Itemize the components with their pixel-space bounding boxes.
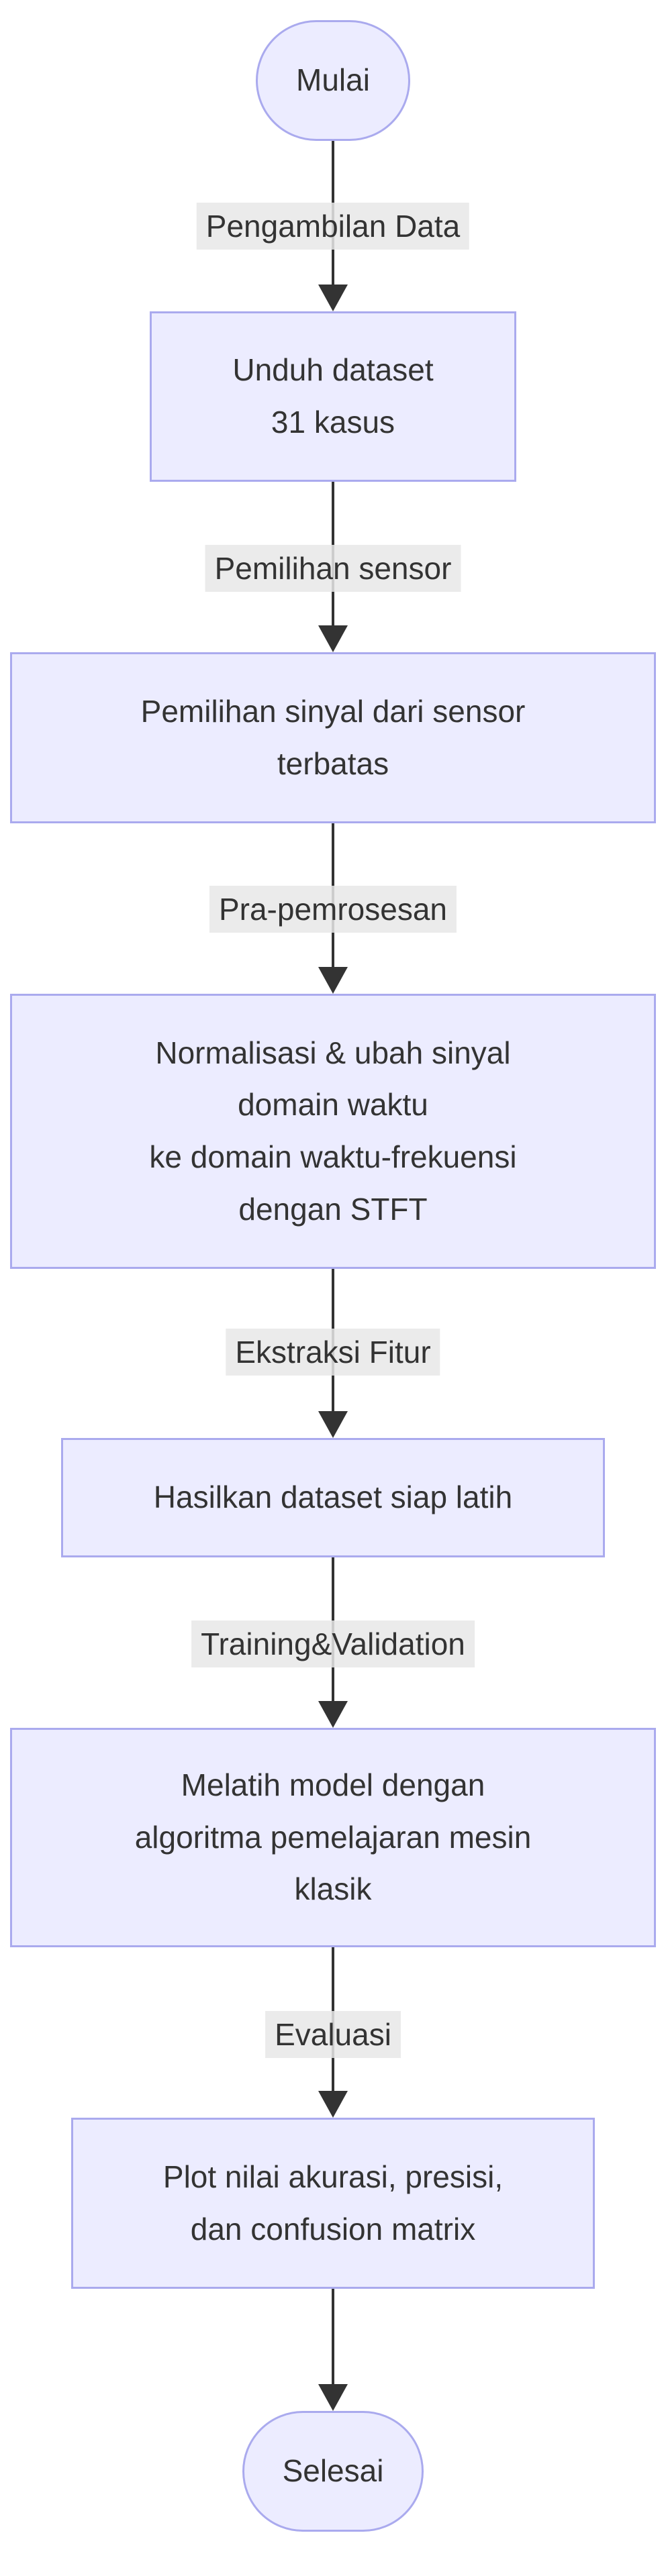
edge-p4-p5: Training&Validation: [0, 1557, 666, 1728]
edge-p2-p3: Pra-pemrosesan: [0, 823, 666, 994]
process-label: Pemilihan sinyal dari sensor terbatas: [140, 693, 526, 781]
process-hasilkan-dataset: Hasilkan dataset siap latih: [61, 1438, 605, 1557]
end-node: Selesai: [242, 2411, 424, 2532]
process-label: Plot nilai akurasi, presisi, dan confusi…: [162, 2159, 504, 2247]
process-melatih-model: Melatih model dengan algoritma pemelajar…: [10, 1728, 656, 1947]
edge-p1-p2: Pemilihan sensor: [0, 482, 666, 652]
edge-label: Pra-pemrosesan: [209, 886, 457, 933]
process-pemilihan-sinyal: Pemilihan sinyal dari sensor terbatas: [10, 652, 656, 823]
arrowhead-icon: [318, 285, 348, 311]
arrowhead-icon: [318, 2384, 348, 2411]
edge-p5-p6: Evaluasi: [0, 1947, 666, 2118]
process-label: Melatih model dengan algoritma pemelajar…: [134, 1767, 532, 1907]
edge-line: [332, 2289, 334, 2385]
edge-label: Pemilihan sensor: [205, 545, 461, 592]
edge-label: Evaluasi: [265, 2011, 401, 2058]
process-normalisasi-stft: Normalisasi & ubah sinyal domain waktu k…: [10, 994, 656, 1269]
start-node: Mulai: [256, 20, 410, 141]
end-node-label: Selesai: [282, 2453, 384, 2489]
edge-p6-end: [0, 2289, 666, 2411]
edge-label: Pengambilan Data: [196, 203, 470, 250]
process-unduh-dataset: Unduh dataset 31 kasus: [150, 311, 516, 482]
arrowhead-icon: [318, 2091, 348, 2118]
start-node-label: Mulai: [296, 62, 370, 98]
edge-label: Ekstraksi Fitur: [226, 1329, 440, 1376]
arrowhead-icon: [318, 1701, 348, 1728]
arrowhead-icon: [318, 1411, 348, 1438]
edge-start-p1: Pengambilan Data: [0, 141, 666, 311]
process-label: Hasilkan dataset siap latih: [153, 1480, 513, 1515]
edge-label: Training&Validation: [191, 1620, 475, 1667]
arrowhead-icon: [318, 967, 348, 994]
arrowhead-icon: [318, 625, 348, 652]
edge-p3-p4: Ekstraksi Fitur: [0, 1269, 666, 1438]
process-plot-evaluasi: Plot nilai akurasi, presisi, dan confusi…: [71, 2118, 595, 2289]
process-label: Unduh dataset 31 kasus: [232, 352, 434, 440]
process-label: Normalisasi & ubah sinyal domain waktu k…: [149, 1035, 517, 1227]
